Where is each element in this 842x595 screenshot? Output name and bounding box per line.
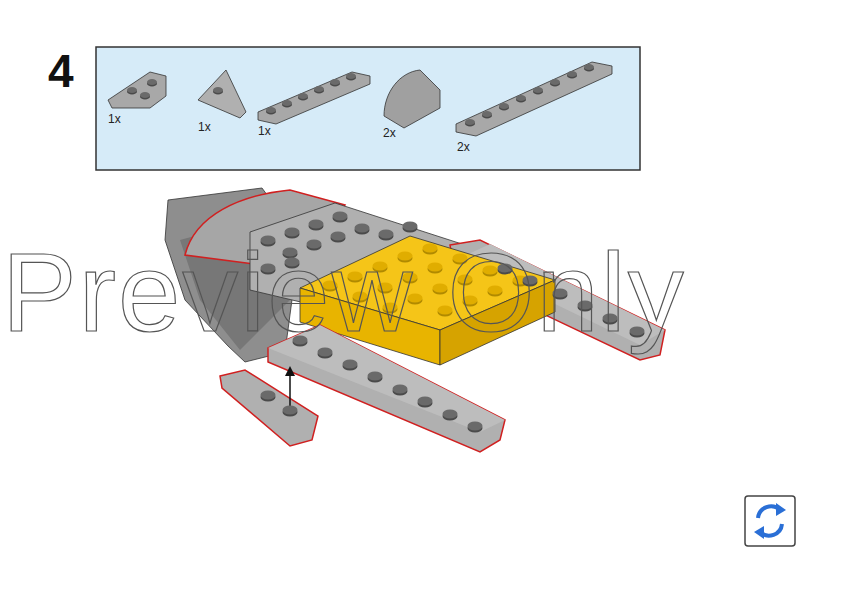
refresh-icon [745,496,795,546]
parts-box [96,47,640,170]
quantity-label: 1x [198,120,211,134]
plate-1x8-part [456,62,612,136]
step-number: 4 [48,44,74,98]
watermark: Preview Only [2,228,686,357]
plate-1x6-part [258,72,370,124]
curved-slope-part [384,70,440,128]
triangle-tile-part [198,70,246,118]
quantity-label: 2x [383,126,396,140]
quantity-label: 1x [108,112,121,126]
quantity-label: 1x [258,124,271,138]
quantity-label: 2x [457,140,470,154]
wedge-plate-part [108,72,166,108]
